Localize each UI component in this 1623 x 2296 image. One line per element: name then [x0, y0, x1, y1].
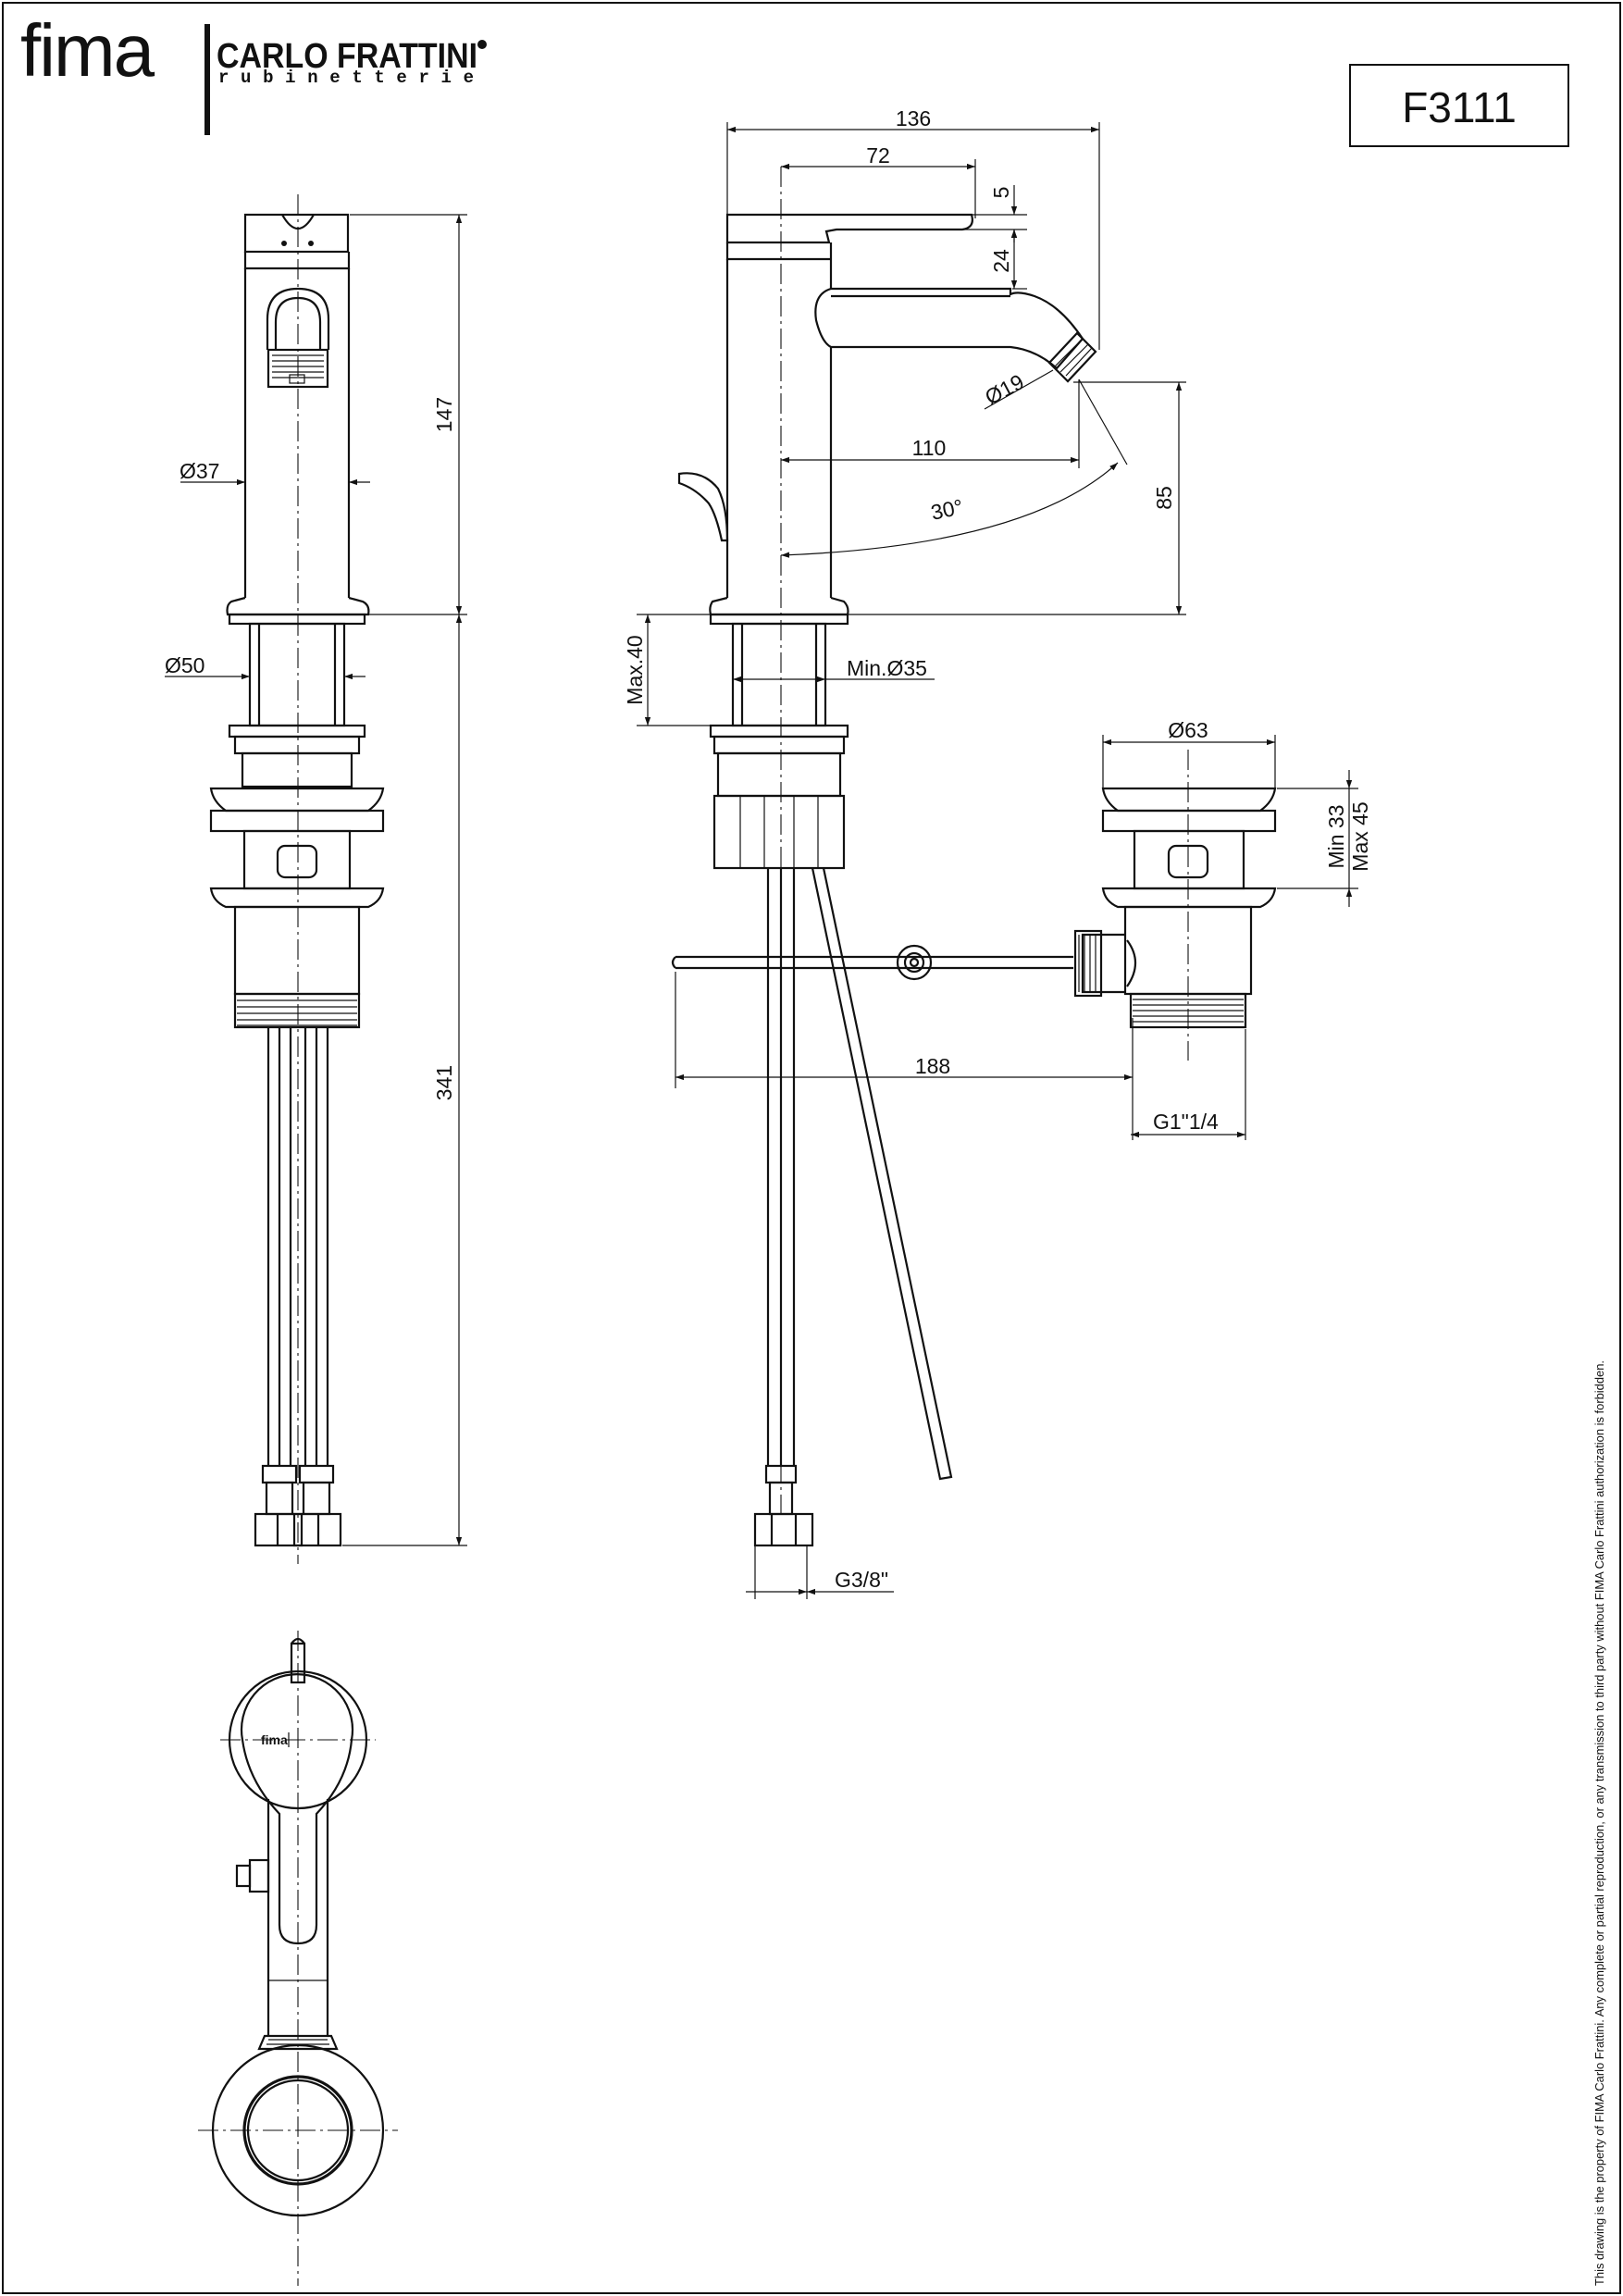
dim-min-thickness: Min 33	[1324, 804, 1348, 868]
dim-overall-length: 136	[896, 106, 931, 130]
dim-min-hole-diameter: Min.Ø35	[847, 656, 927, 680]
dim-lever-thickness: 5	[989, 187, 1013, 199]
side-view-dimensions: 136 72 5 24 Ø19 110 30° 85 Max.40	[623, 106, 1186, 1599]
waste-assembly	[1073, 750, 1277, 1061]
dim-spout-height: 85	[1152, 486, 1176, 510]
top-view: fima	[198, 1631, 398, 2286]
dim-aerator-diameter: Ø19	[981, 369, 1028, 409]
dim-max-thickness: Max 45	[1348, 801, 1372, 871]
dim-spout-reach: 110	[912, 436, 947, 460]
legal-notice: This drawing is the property of FIMA Car…	[1593, 1360, 1606, 2286]
logo-fima-text: fima	[20, 9, 155, 92]
dim-plug-diameter: Ø63	[1168, 718, 1208, 742]
dim-hose-connection: G3/8"	[835, 1568, 888, 1592]
logo-registered-dot	[477, 40, 487, 49]
dim-max-deck-thickness: Max.40	[623, 635, 647, 704]
dim-handle-offset: 72	[866, 143, 890, 168]
dim-body-diameter: Ø37	[180, 459, 219, 483]
model-code: F3111	[1402, 83, 1517, 131]
dim-rotation-angle: 30°	[929, 494, 965, 525]
model-code-box: F3111	[1349, 64, 1569, 147]
waste-dimensions: Ø63 Min 33 Max 45 G1"1/4	[1102, 718, 1372, 1140]
brand-logo: fima CARLO FRATTINI rubinetterie	[20, 9, 487, 135]
front-view	[209, 194, 385, 1564]
dim-body-height: 147	[432, 397, 456, 432]
dim-waste-thread: G1"1/4	[1153, 1110, 1219, 1134]
dim-rod-length: 188	[915, 1054, 950, 1078]
dim-lever-height: 24	[989, 249, 1013, 273]
dim-base-diameter: Ø50	[165, 653, 204, 677]
front-view-dimensions: Ø37 Ø50 147 341	[165, 214, 467, 1546]
side-view	[671, 167, 1097, 1547]
dim-height-below-deck: 341	[432, 1065, 456, 1100]
logo-company-name: CARLO FRATTINI	[217, 37, 477, 76]
top-view-handle-logo: fima	[261, 1732, 288, 1747]
